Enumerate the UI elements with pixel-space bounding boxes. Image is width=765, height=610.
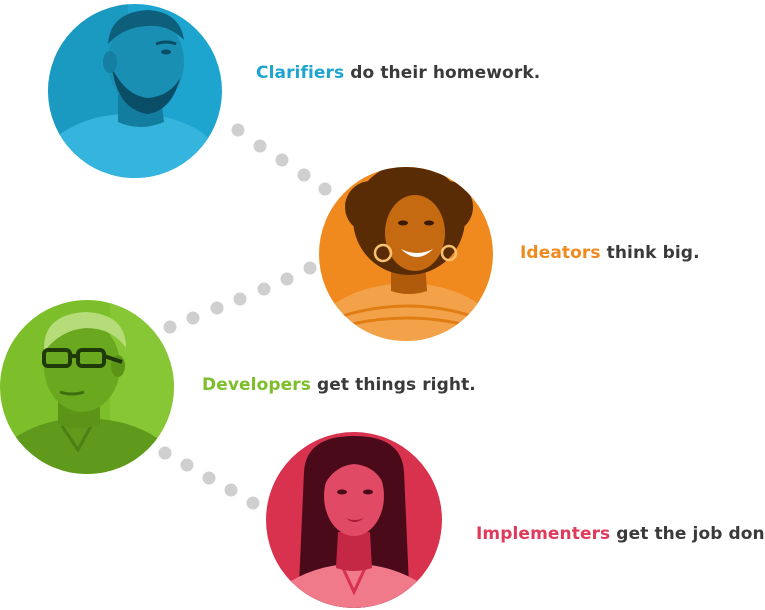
connector-dot	[253, 139, 267, 153]
connector-dot	[280, 272, 294, 286]
developer-role: Developers	[202, 375, 311, 395]
clarifier-portrait	[48, 4, 222, 178]
implementer-tagline: get the job done.	[616, 524, 765, 544]
ideator-role: Ideators	[520, 243, 601, 263]
clarifier-role: Clarifiers	[256, 63, 345, 83]
long-hair-woman-portrait	[266, 432, 442, 608]
connector-dot	[246, 496, 260, 510]
connector-dot	[202, 471, 216, 485]
bearded-man-portrait	[48, 4, 222, 178]
implementer-caption: Implementers get the job done.	[476, 524, 765, 544]
connector-dot	[318, 182, 332, 196]
ideator-tagline: think big.	[600, 243, 700, 263]
connector-dot	[275, 153, 289, 167]
curly-hair-woman-portrait	[319, 167, 493, 341]
connector-dot	[303, 261, 317, 275]
connector-dot	[231, 123, 245, 137]
developer-portrait	[0, 300, 174, 474]
connector-dot	[233, 292, 247, 306]
connector-dot	[210, 301, 224, 315]
connector-dot	[158, 446, 172, 460]
clarifier-caption: Clarifiers do their homework.	[256, 63, 540, 83]
ideator-portrait	[319, 167, 493, 341]
connector-dot	[257, 282, 271, 296]
connector-dot	[186, 311, 200, 325]
connector-dot	[297, 168, 311, 182]
developer-tagline: get things right.	[310, 375, 476, 395]
connector-dot	[163, 320, 177, 334]
implementer-role: Implementers	[476, 524, 611, 544]
implementer-portrait	[266, 432, 442, 608]
connector-dot	[180, 458, 194, 472]
clarifier-tagline: do their homework.	[344, 63, 541, 83]
glasses-man-portrait	[0, 300, 174, 474]
ideator-caption: Ideators think big.	[520, 243, 700, 263]
developer-caption: Developers get things right.	[202, 375, 476, 395]
connector-dot	[224, 483, 238, 497]
